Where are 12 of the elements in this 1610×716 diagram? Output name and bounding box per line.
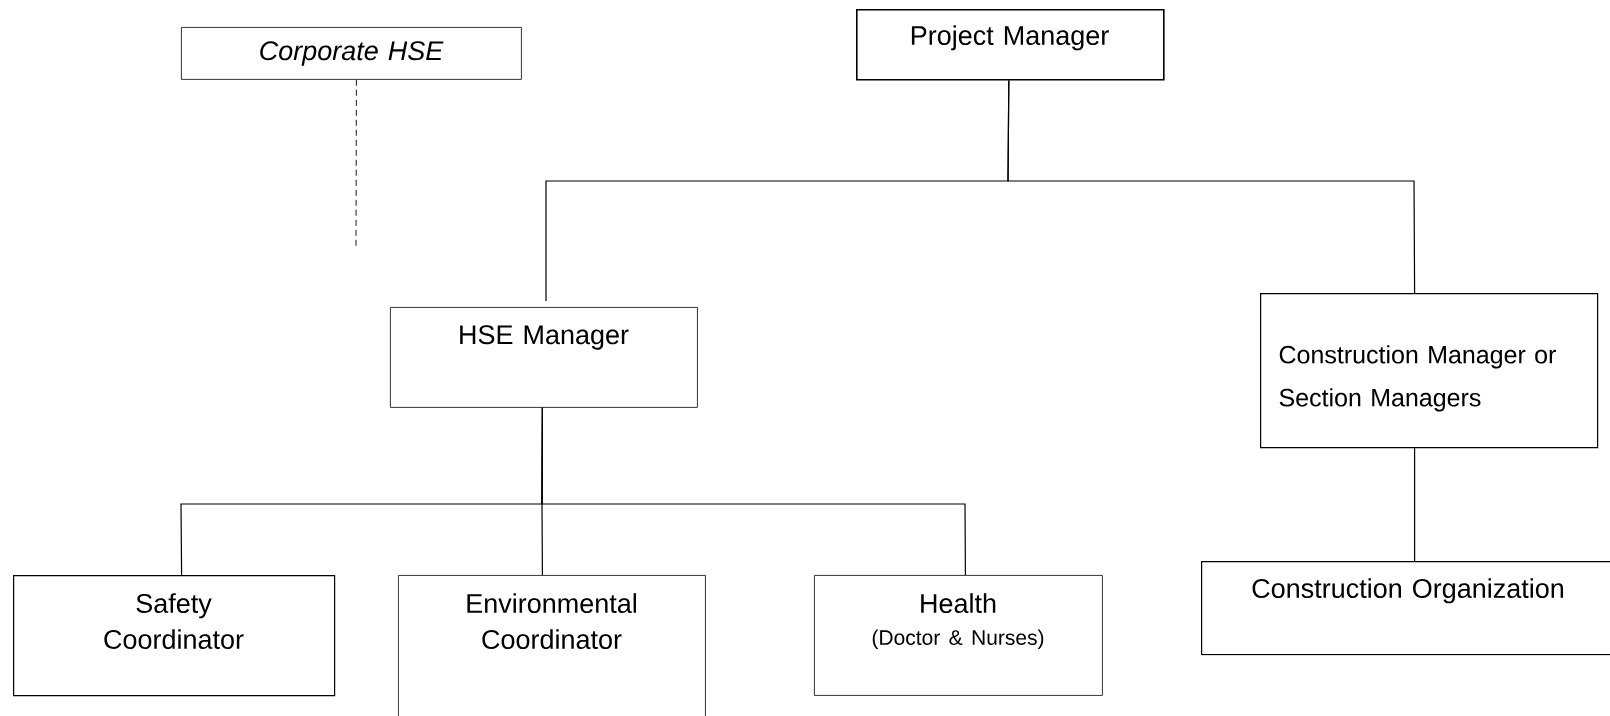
connector-line — [1007, 80, 1416, 294]
connector-line — [1414, 447, 1416, 562]
org-box: Project Manager — [856, 9, 1165, 81]
org-box: HSE Manager — [390, 307, 698, 408]
org-box: Corporate HSE — [181, 27, 522, 80]
org-box: Environmental Coordinator — [398, 575, 706, 716]
connector-line — [541, 407, 966, 576]
org-box: Construction Manager or Section Managers — [1260, 293, 1599, 449]
org-box: Health (Doctor & Nurses) — [814, 575, 1103, 696]
org-box: Construction Organization — [1201, 561, 1610, 656]
dashed-line — [355, 79, 357, 247]
org-box: Safety Coordinator — [13, 575, 336, 697]
